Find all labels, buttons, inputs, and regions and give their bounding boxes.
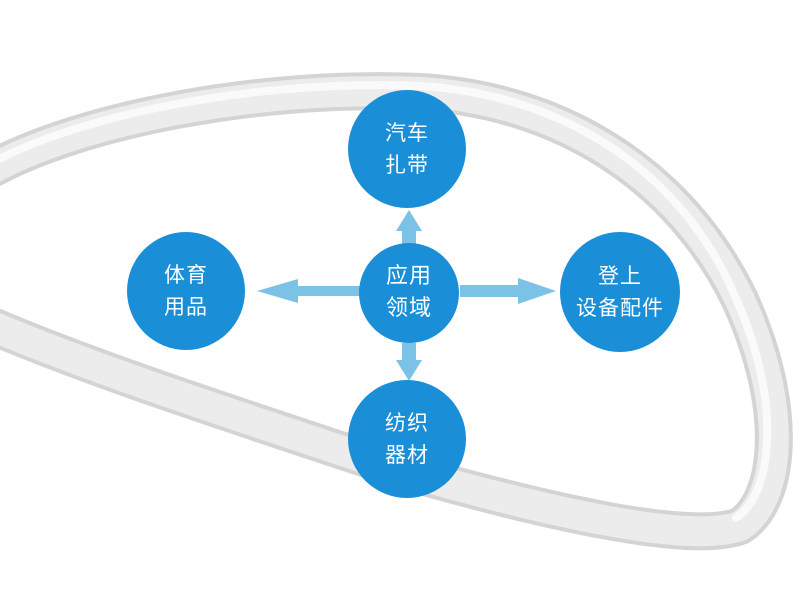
arrow-down [396,343,422,381]
node-right-line2: 设备配件 [576,296,664,320]
node-right-line1: 登上 [598,264,642,288]
cable-tie-loop-body [0,76,789,547]
node-bottom: 纺织 器材 [348,380,466,498]
arrow-up [396,210,422,248]
node-bottom-line2: 器材 [385,443,429,467]
node-top: 汽车 扎带 [348,90,466,208]
node-bottom-line1: 纺织 [385,411,429,435]
node-right: 登上 设备配件 [560,232,680,352]
node-top-line2: 扎带 [385,153,429,177]
cable-tie-loop [0,72,793,551]
node-left-line2: 用品 [164,295,208,319]
cable-tie-loop-highlight [0,81,772,522]
arrow-left [257,279,362,303]
node-center-line1: 应用 [385,264,432,289]
arrow-right [460,278,556,304]
node-left-line1: 体育 [164,263,208,287]
node-top-line1: 汽车 [385,121,429,145]
node-left: 体育 用品 [127,232,245,350]
node-center: 应用 领域 [359,243,459,343]
node-center-line2: 领域 [385,296,432,321]
